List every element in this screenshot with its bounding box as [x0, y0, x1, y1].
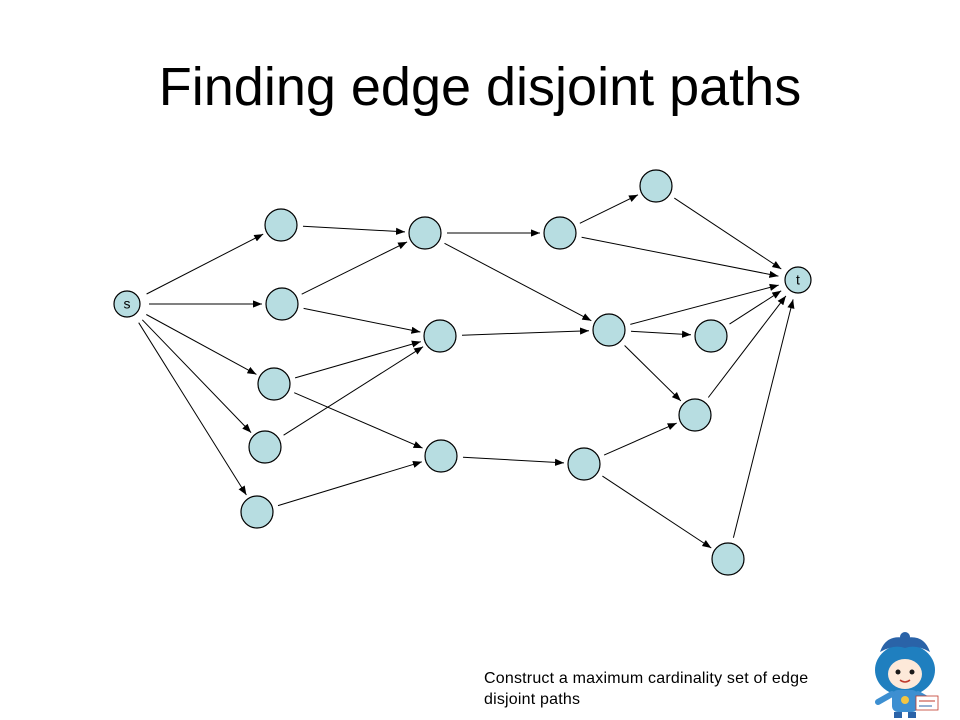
edge-d3-t — [707, 295, 787, 398]
nodes-layer: st — [113, 169, 812, 576]
node-circle — [113, 290, 141, 318]
node-circle — [408, 216, 442, 250]
node-b1 — [408, 216, 442, 250]
node-circle — [240, 495, 274, 529]
edge-b3-c3 — [462, 456, 565, 466]
node-d1 — [639, 169, 673, 203]
edge-a2-b2 — [303, 307, 421, 334]
node-circle — [567, 447, 601, 481]
edge-d1-t — [674, 197, 782, 270]
node-circle — [784, 266, 812, 294]
node-a2 — [265, 287, 299, 321]
node-circle — [543, 216, 577, 250]
node-s: s — [113, 290, 141, 318]
edge-a5-b3 — [277, 460, 423, 507]
node-circle — [592, 313, 626, 347]
edge-s-a3 — [146, 314, 257, 375]
edge-d2-t — [729, 290, 782, 325]
node-a1 — [264, 208, 298, 242]
node-circle — [257, 367, 291, 401]
node-d3 — [678, 398, 712, 432]
node-b3 — [424, 439, 458, 473]
node-label-s: s — [124, 296, 131, 312]
edge-b2-c2 — [461, 327, 590, 336]
node-circle — [424, 439, 458, 473]
node-a5 — [240, 495, 274, 529]
edge-a4-b2 — [283, 346, 424, 436]
node-circle — [264, 208, 298, 242]
slide-title: Finding edge disjoint paths — [158, 57, 802, 117]
node-circle — [639, 169, 673, 203]
node-circle — [678, 398, 712, 432]
edges-layer — [138, 194, 795, 549]
node-b2 — [423, 319, 457, 353]
node-circle — [248, 430, 282, 464]
node-t: t — [784, 266, 812, 294]
node-d2 — [694, 319, 728, 353]
edge-s-a5 — [138, 322, 247, 496]
edge-a2-b1 — [301, 241, 408, 295]
node-circle — [711, 542, 745, 576]
node-d4 — [711, 542, 745, 576]
node-c1 — [543, 216, 577, 250]
mascot-logo — [875, 632, 939, 718]
edge-c3-d3 — [603, 422, 677, 456]
edge-s-a4 — [141, 319, 252, 433]
caption-text: Construct a maximum cardinality set of e… — [484, 670, 809, 708]
edge-s-a1 — [146, 233, 264, 295]
node-circle — [423, 319, 457, 353]
edge-b1-c2 — [444, 242, 592, 322]
edge-c2-t — [630, 283, 779, 325]
node-c3 — [567, 447, 601, 481]
node-circle — [694, 319, 728, 353]
edge-c1-t — [581, 236, 779, 278]
node-a4 — [248, 430, 282, 464]
edge-a3-b2 — [294, 340, 421, 379]
edge-c3-d4 — [602, 475, 712, 549]
node-c2 — [592, 313, 626, 347]
node-a3 — [257, 367, 291, 401]
edge-c1-d1 — [579, 194, 639, 224]
node-label-t: t — [796, 272, 800, 288]
edge-a3-b3 — [294, 392, 423, 449]
edge-c2-d3 — [624, 345, 682, 402]
graph-diagram: st — [113, 169, 812, 576]
edge-c2-d2 — [630, 330, 692, 338]
edge-a1-b1 — [302, 225, 406, 235]
edge-d4-t — [732, 299, 795, 538]
node-circle — [265, 287, 299, 321]
